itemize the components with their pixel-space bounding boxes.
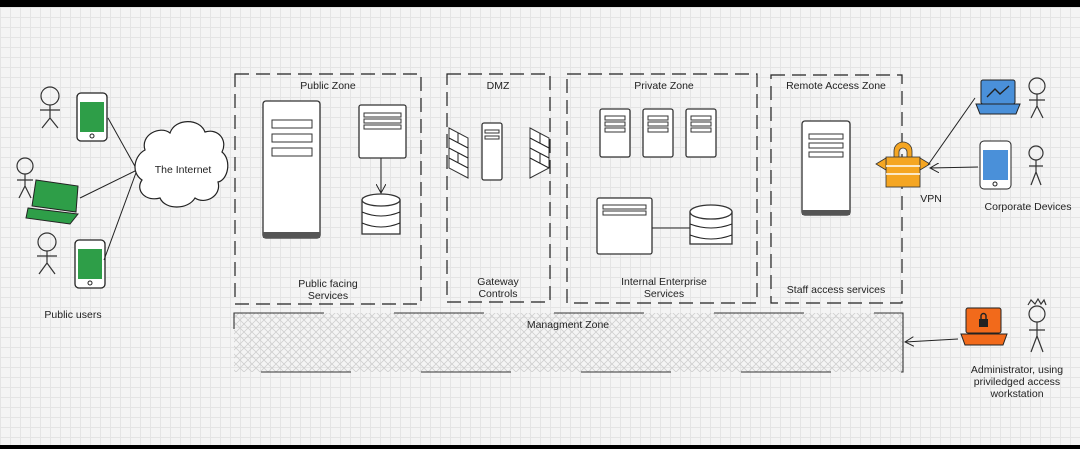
server-icon — [358, 104, 407, 159]
network-diagram: Public users The Internet Managment Zone… — [16, 73, 1072, 400]
server-icon — [599, 108, 631, 158]
vpn-connection-lines — [928, 97, 979, 168]
dmz-caption-2: Controls — [478, 288, 517, 300]
vpn-label: VPN — [920, 193, 942, 205]
public-zone-title: Public Zone — [300, 80, 356, 92]
internet-label: The Internet — [155, 164, 212, 176]
public-user-3 — [37, 232, 57, 275]
laptop-icon — [25, 179, 79, 225]
corporate-user-1 — [1028, 77, 1046, 119]
public-users-label: Public users — [44, 309, 101, 321]
private-zone-title: Private Zone — [634, 80, 694, 92]
private-zone: Private Zone Internal Enterprise Service… — [566, 73, 758, 304]
diagram-canvas: Public users The Internet Managment Zone… — [0, 7, 1080, 445]
laptop-icon — [975, 79, 1021, 115]
remote-zone-caption: Staff access services — [787, 284, 885, 296]
dmz-title: DMZ — [487, 80, 510, 92]
server-icon — [596, 197, 653, 255]
connection-lines — [79, 117, 138, 261]
smartphone-icon — [76, 92, 108, 142]
dmz-caption: Gateway — [477, 276, 519, 288]
database-icon — [689, 204, 733, 245]
laptop-icon — [960, 307, 1008, 346]
server-icon — [801, 120, 851, 216]
public-zone-caption-2: Services — [308, 290, 348, 302]
dmz-zone: DMZ Gateway Controls — [446, 73, 551, 303]
firewall-icon — [448, 127, 469, 179]
public-zone: Public Zone Public facing Services — [234, 73, 422, 305]
private-zone-caption: Internal Enterprise — [621, 276, 707, 288]
remote-access-zone: Remote Access Zone Staff access services — [770, 74, 903, 304]
smartphone-icon — [979, 140, 1012, 190]
administrator-user — [1027, 297, 1047, 353]
public-user-2 — [16, 157, 34, 199]
admin-connection-line — [905, 339, 959, 342]
server-icon — [642, 108, 674, 158]
server-icon — [685, 108, 717, 158]
remote-zone-title: Remote Access Zone — [786, 80, 886, 92]
management-zone: Managment Zone — [233, 312, 904, 373]
public-zone-caption: Public facing — [298, 278, 358, 290]
database-icon — [361, 193, 401, 235]
admin-label-line-3: workstation — [989, 388, 1043, 400]
admin-label-line-1: Administrator, using — [971, 364, 1063, 376]
private-zone-caption-2: Services — [644, 288, 684, 300]
cloud-icon: The Internet — [134, 121, 229, 208]
corporate-devices-label: Corporate Devices — [985, 201, 1072, 213]
vpn-icon — [875, 141, 931, 188]
smartphone-icon — [74, 239, 106, 289]
public-user-1 — [40, 86, 60, 129]
corporate-user-2 — [1028, 145, 1044, 186]
server-icon — [481, 122, 503, 181]
admin-label-line-2: priviledged access — [974, 376, 1060, 388]
management-zone-title: Managment Zone — [527, 319, 609, 331]
firewall-icon — [529, 127, 550, 179]
server-icon — [262, 100, 321, 239]
